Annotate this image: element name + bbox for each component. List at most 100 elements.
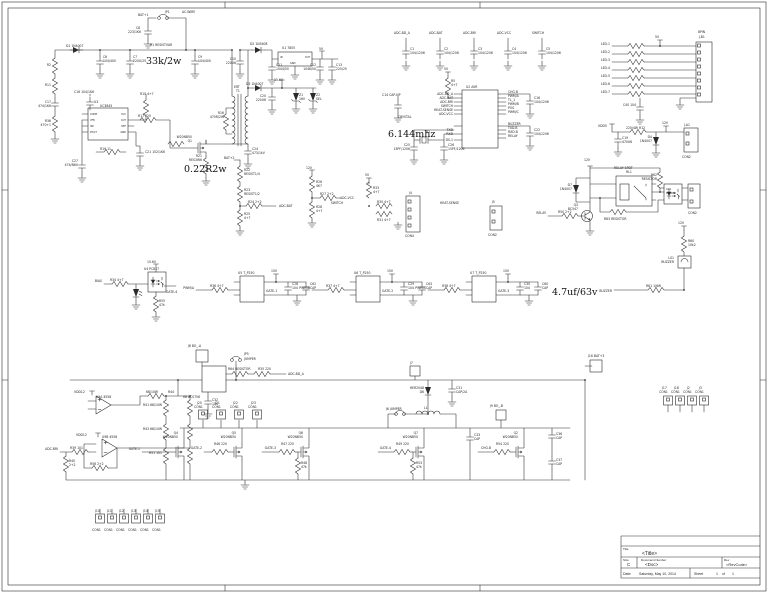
schematic-label: U7 T_P250 <box>470 271 486 275</box>
schematic-label: C26 <box>448 143 454 147</box>
schematic-label: VCC <box>121 113 126 116</box>
schematic-label: 47k <box>416 465 422 469</box>
schematic-label: 15V <box>503 269 510 273</box>
schematic-label: LED-6 <box>601 82 610 86</box>
schematic-label: J6 JUMPER <box>385 407 403 411</box>
schematic-label: J3 <box>698 386 702 390</box>
schematic-label: 104/1206 <box>546 51 561 55</box>
schematic-label: 470+1 <box>41 123 51 127</box>
schematic-label: 12V <box>306 166 313 170</box>
schematic-label: R36 <box>45 119 51 123</box>
schematic-label: J20 <box>196 401 202 405</box>
schematic-label: CON1 <box>248 405 257 409</box>
connector-j7 <box>409 365 421 377</box>
schematic-label: GATE-2 <box>191 446 202 450</box>
schematic-label: SWITCH <box>532 31 545 35</box>
schematic-label: R53 <box>416 461 422 465</box>
schematic-label: 470U6 <box>622 140 632 144</box>
schematic-label: ADC-BAT <box>429 31 443 35</box>
schematic-label: C24 <box>252 147 258 151</box>
schematic-label: R30 4+7 <box>377 200 391 204</box>
connector-j4 <box>405 195 421 233</box>
schematic-label: 4+7 <box>316 209 323 213</box>
schematic-label: ADC-BAT <box>439 96 453 100</box>
connector-j14 <box>143 513 153 524</box>
regulator-section <box>235 46 339 115</box>
schematic-label: VDD12 <box>74 390 85 394</box>
schematic-label: BUZZER <box>661 260 675 264</box>
schematic-label: J2 <box>686 386 690 390</box>
schematic-label: C20 <box>260 94 266 98</box>
schematic-label: R54 220 <box>496 442 509 446</box>
schematic-label: COMP <box>90 113 98 116</box>
schematic-label: R26 <box>316 180 322 184</box>
schematic-label: R46 220 <box>214 442 227 446</box>
schematic-label: U5 T_P250 <box>238 271 254 275</box>
titleblock-date: Saturday, May 10, 2014 <box>639 572 676 576</box>
schematic-label: RT/CT <box>90 131 97 134</box>
schematic-label: 104/400 <box>103 59 116 63</box>
connector-j12 <box>119 513 129 524</box>
titleblock-doc: <Doc> <box>645 562 659 567</box>
schematic-label: RELAY <box>536 211 546 215</box>
schematic-label: POS <box>508 106 514 110</box>
schematic-label: 470R/2W <box>210 115 224 119</box>
schematic-label: VDD5 <box>598 124 607 128</box>
schematic-label: Q4 <box>174 431 178 435</box>
schematic-label: CAP/2A <box>456 390 468 394</box>
schematic-label: SEL <box>316 97 322 101</box>
schematic-label: J8 BO_-A <box>187 344 202 348</box>
titleblock-rev: <RevCode> <box>726 562 748 567</box>
schematic-label: RXD.B <box>508 130 518 134</box>
schematic-label: PWM/A <box>508 94 520 98</box>
schematic-label: R34 4+7 <box>110 278 124 282</box>
schematic-label: 1N4007 <box>640 139 652 143</box>
schematic-label: 15V <box>271 269 278 273</box>
schematic-label: D7 <box>568 183 572 187</box>
transistor-q3 <box>580 207 593 225</box>
schematic-label: Z1 <box>299 93 303 97</box>
schematic-label: Q1 <box>188 139 192 143</box>
connector-j9 <box>495 409 507 421</box>
schematic-label: CAP <box>426 286 432 290</box>
schematic-label: 104/1206 <box>512 51 527 55</box>
transformer-t1 <box>231 93 249 147</box>
ic-u7-gate-driver <box>471 275 497 303</box>
schematic-label: 12V <box>678 221 685 225</box>
schematic-label: 474/1K6 <box>38 104 51 108</box>
schematic-label: CAP <box>542 286 548 290</box>
schematic-label: U6 T_P250 <box>354 271 370 275</box>
schematic-label: C16 104/1K6 <box>74 90 94 94</box>
schematic-label: R55 <box>159 299 165 303</box>
schematic-label: TL_1 <box>507 98 515 102</box>
titleblock-rev-label: Rev <box>724 558 730 562</box>
schematic-label: T1 <box>235 89 240 93</box>
schematic-label: J22 <box>232 401 238 405</box>
schematic-label: C7 <box>133 55 137 59</box>
schematic-label: R43 68/10W <box>143 427 162 431</box>
schematic-label: C28 <box>292 282 298 286</box>
schematic-label: R24 2+2 <box>248 200 262 204</box>
schematic-label: C37 <box>556 458 562 462</box>
schematic-label: R33 <box>373 186 379 190</box>
schematic-label: 15.6V <box>274 78 284 82</box>
schematic-label: LED-2 <box>601 50 610 54</box>
schematic-label: RXD <box>446 132 453 136</box>
schematic-label: 220U/25 <box>133 59 146 63</box>
schematic-label: GATE-4 <box>380 446 391 450</box>
schematic-label: PWM/B <box>508 102 519 106</box>
jumper-j6 <box>394 410 406 416</box>
schematic-label: R64 RESISTOR <box>228 367 251 371</box>
schematic-label: CHG.B <box>508 90 518 94</box>
schematic-label: ADC-BRI <box>440 100 453 104</box>
schematic-label: GND <box>290 62 296 65</box>
schematic-label: GATE-1 <box>129 447 140 451</box>
schematic-label: PWM/A <box>183 286 195 290</box>
schematic-label: 225/25 <box>336 67 347 71</box>
mosfet-q6 <box>296 443 310 461</box>
diode-d7 <box>572 181 580 197</box>
schematic-label: J23 <box>250 401 256 405</box>
